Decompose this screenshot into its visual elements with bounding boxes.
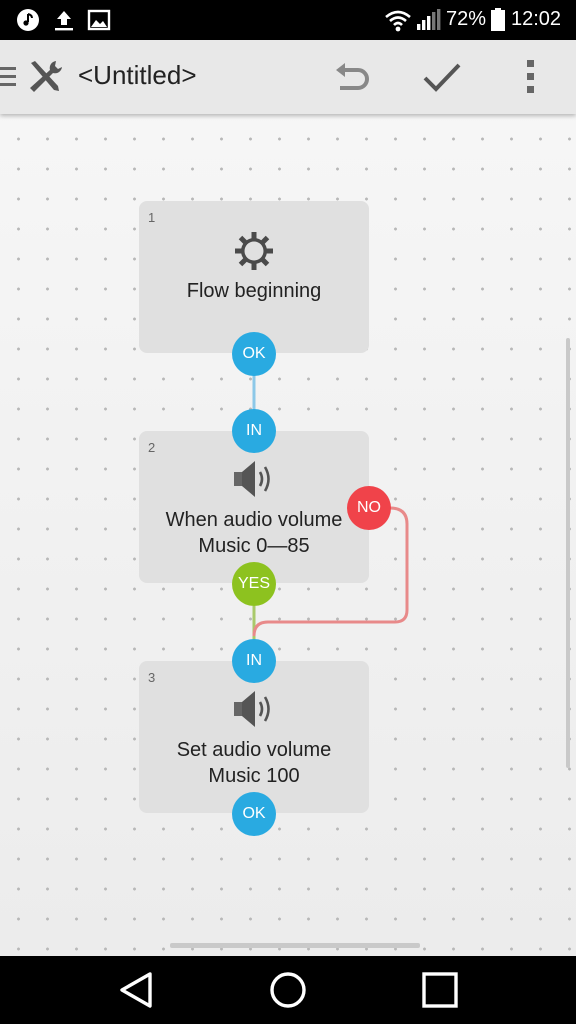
no-port[interactable]: NO — [347, 486, 391, 530]
check-icon[interactable] — [421, 60, 463, 101]
upload-icon — [52, 8, 76, 37]
block-number: 2 — [148, 440, 156, 455]
vertical-scrollbar[interactable] — [566, 338, 570, 768]
home-icon[interactable] — [263, 968, 313, 1012]
page-title[interactable]: <Untitled> — [78, 60, 197, 90]
clock: 12:02 — [511, 8, 562, 30]
block-label: Flow beginning — [186, 280, 322, 302]
flow-canvas[interactable]: 1 Flow beginning OK 2 When audio v — [0, 114, 576, 956]
navigation-bar — [0, 956, 576, 1024]
block-label-line1: When audio volume — [165, 509, 343, 531]
in-port[interactable]: IN — [232, 639, 276, 683]
ok-port[interactable]: OK — [232, 332, 276, 376]
battery-percent: 72% — [446, 8, 487, 30]
connection-no-to-in — [252, 506, 409, 637]
wifi-icon — [384, 8, 412, 37]
gear-icon — [232, 229, 276, 278]
back-icon[interactable] — [112, 968, 162, 1012]
connections — [252, 374, 409, 640]
status-bar: 72% 12:02 — [0, 0, 576, 40]
image-icon — [87, 8, 111, 37]
signal-icon — [416, 8, 442, 37]
flow-block-2[interactable]: 2 When audio volume Music 0—85 — [139, 431, 369, 583]
flow-block-3[interactable]: 3 Set audio volume Music 100 — [139, 661, 369, 813]
speaker-icon — [231, 687, 277, 736]
music-notification-icon — [16, 8, 40, 37]
block-label-line2: Music 0—85 — [198, 535, 310, 557]
more-vert-icon[interactable] — [524, 58, 538, 101]
undo-icon[interactable] — [332, 60, 372, 101]
speaker-icon — [231, 457, 277, 506]
block-number: 1 — [148, 210, 156, 225]
menu-icon[interactable] — [0, 64, 18, 93]
yes-port[interactable]: YES — [232, 562, 276, 606]
flow-block-1[interactable]: 1 Flow beginning — [139, 201, 369, 353]
app-bar: <Untitled> — [0, 40, 576, 114]
horizontal-scrollbar[interactable] — [170, 943, 420, 948]
block-label-line2: Music 100 — [208, 765, 300, 787]
tools-icon[interactable] — [26, 59, 64, 100]
block-number: 3 — [148, 670, 156, 685]
recents-icon[interactable] — [415, 968, 465, 1012]
in-port[interactable]: IN — [232, 409, 276, 453]
ok-port[interactable]: OK — [232, 792, 276, 836]
block-label-line1: Set audio volume — [176, 739, 332, 761]
battery-icon — [490, 8, 506, 37]
